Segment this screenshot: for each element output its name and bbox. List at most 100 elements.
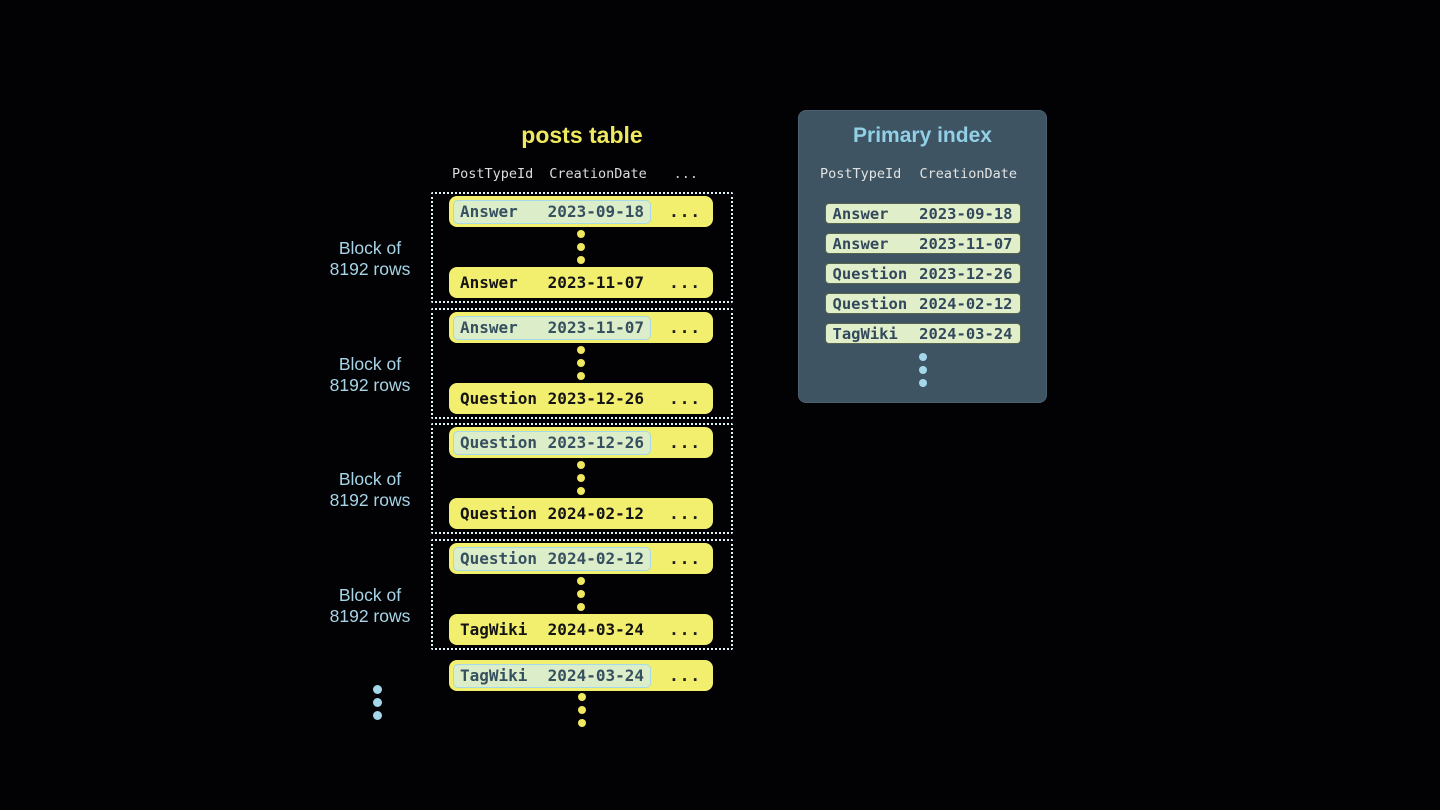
- dot: [372, 711, 382, 720]
- row-ellipsis: ...: [669, 666, 701, 685]
- primary-index-title: Primary index: [853, 124, 992, 147]
- table-row: Question 2024-02-12 ...: [449, 543, 713, 574]
- table-row: Question 2024-02-12 ...: [449, 498, 713, 529]
- column-header-creationdate: CreationDate: [919, 166, 1017, 182]
- index-entry: Question 2024-02-12: [824, 293, 1021, 314]
- block-label-line2: 8192 rows: [329, 606, 411, 626]
- row-ellipsis: ...: [669, 318, 701, 337]
- dot: [577, 230, 585, 238]
- post-type-value: TagWiki: [832, 324, 898, 343]
- row-content: Answer 2023-11-07: [453, 271, 651, 295]
- dot: [577, 372, 585, 380]
- post-type-value: Answer: [460, 318, 518, 337]
- dot: [577, 461, 585, 469]
- vertical-dots-icon: [449, 574, 713, 614]
- creation-date-value: 2023-12-26: [547, 389, 644, 408]
- table-row: Question 2023-12-26 ...: [449, 427, 713, 458]
- dot: [918, 353, 927, 361]
- post-type-value: Question: [460, 389, 538, 408]
- block-label-line1: Block of: [338, 585, 402, 605]
- index-entry-highlight: TagWiki 2024-03-24: [453, 663, 651, 688]
- primary-index-panel: Primary index PostTypeId CreationDate An…: [798, 110, 1047, 403]
- dot: [918, 379, 927, 387]
- creation-date-value: 2023-11-07: [919, 234, 1013, 253]
- column-header-creationdate: CreationDate: [549, 166, 647, 182]
- dot: [577, 603, 585, 611]
- row-ellipsis: ...: [669, 389, 701, 408]
- post-type-value: Question: [460, 549, 538, 568]
- dot: [577, 577, 585, 585]
- post-type-value: Answer: [460, 202, 518, 221]
- block-label-line1: Block of: [338, 238, 402, 258]
- block-label-line2: 8192 rows: [329, 375, 411, 395]
- dot: [578, 719, 586, 727]
- creation-date-value: 2024-02-12: [547, 504, 644, 523]
- index-entry: Answer 2023-11-07: [824, 233, 1021, 254]
- primary-index-column-headers: PostTypeId CreationDate: [799, 166, 1046, 182]
- dot: [577, 243, 585, 251]
- column-header-posttypeid: PostTypeId: [820, 166, 902, 182]
- block-3-label: Block of 8192 rows: [290, 469, 450, 511]
- index-entry-highlight: Question 2024-02-12: [453, 546, 651, 571]
- dot: [577, 590, 585, 598]
- row-content: TagWiki 2024-03-24: [453, 618, 651, 642]
- block-2: Answer 2023-11-07 ... Question 2023-12-2…: [431, 308, 733, 419]
- posts-table-column-headers: PostTypeId CreationDate ...: [452, 166, 710, 182]
- creation-date-value: 2024-03-24: [547, 666, 644, 685]
- dot: [918, 366, 927, 374]
- vertical-dots-icon: [449, 227, 713, 267]
- creation-date-value: 2023-09-18: [547, 202, 644, 221]
- vertical-dots-icon: [431, 693, 733, 727]
- block-label-line1: Block of: [338, 469, 402, 489]
- creation-date-value: 2024-03-24: [547, 620, 644, 639]
- dot: [578, 706, 586, 714]
- post-type-value: Question: [832, 264, 908, 283]
- dot: [577, 359, 585, 367]
- index-entry: Answer 2023-09-18: [824, 203, 1021, 224]
- table-row: Answer 2023-09-18 ...: [449, 196, 713, 227]
- post-type-value: TagWiki: [460, 620, 528, 639]
- table-row: TagWiki 2024-03-24 ...: [449, 614, 713, 645]
- table-row: Answer 2023-11-07 ...: [449, 312, 713, 343]
- creation-date-value: 2023-12-26: [547, 433, 644, 452]
- row-content: Question 2023-12-26: [453, 387, 651, 411]
- creation-date-value: 2023-12-26: [919, 264, 1013, 283]
- creation-date-value: 2024-02-12: [547, 549, 644, 568]
- block-1: Answer 2023-09-18 ... Answer 2023-11-07 …: [431, 192, 733, 303]
- column-header-posttypeid: PostTypeId: [452, 166, 534, 182]
- index-entry: Question 2023-12-26: [824, 263, 1021, 284]
- creation-date-value: 2023-11-07: [547, 273, 644, 292]
- more-blocks-dots-icon: [340, 685, 414, 720]
- dot: [578, 693, 586, 701]
- table-row: TagWiki 2024-03-24 ...: [449, 660, 713, 691]
- row-ellipsis: ...: [669, 273, 701, 292]
- row-ellipsis: ...: [669, 620, 701, 639]
- post-type-value: Answer: [460, 273, 518, 292]
- block-label-line2: 8192 rows: [329, 490, 411, 510]
- index-entry-highlight: Answer 2023-09-18: [453, 199, 651, 224]
- index-entry-highlight: Answer 2023-11-07: [453, 315, 651, 340]
- creation-date-value: 2023-11-07: [547, 318, 644, 337]
- post-type-value: Question: [460, 504, 538, 523]
- post-type-value: Question: [460, 433, 538, 452]
- index-entry: TagWiki 2024-03-24: [824, 323, 1021, 344]
- dot: [372, 698, 382, 707]
- block-3: Question 2023-12-26 ... Question 2024-02…: [431, 423, 733, 534]
- block-label-line2: 8192 rows: [329, 259, 411, 279]
- dot: [577, 487, 585, 495]
- block-4-label: Block of 8192 rows: [290, 585, 450, 627]
- row-ellipsis: ...: [669, 549, 701, 568]
- posts-table-title: posts table: [521, 122, 643, 148]
- row-ellipsis: ...: [669, 433, 701, 452]
- block-2-label: Block of 8192 rows: [290, 354, 450, 396]
- row-ellipsis: ...: [669, 202, 701, 221]
- index-entry-highlight: Question 2023-12-26: [453, 430, 651, 455]
- post-type-value: Question: [832, 294, 908, 313]
- column-header-ellipsis: ...: [673, 166, 698, 182]
- creation-date-value: 2024-03-24: [919, 324, 1013, 343]
- trailing-row-wrapper: TagWiki 2024-03-24 ...: [449, 660, 713, 691]
- row-ellipsis: ...: [669, 504, 701, 523]
- primary-index-entries: Answer 2023-09-18 Answer 2023-11-07 Ques…: [799, 203, 1046, 344]
- block-4: Question 2024-02-12 ... TagWiki 2024-03-…: [431, 539, 733, 650]
